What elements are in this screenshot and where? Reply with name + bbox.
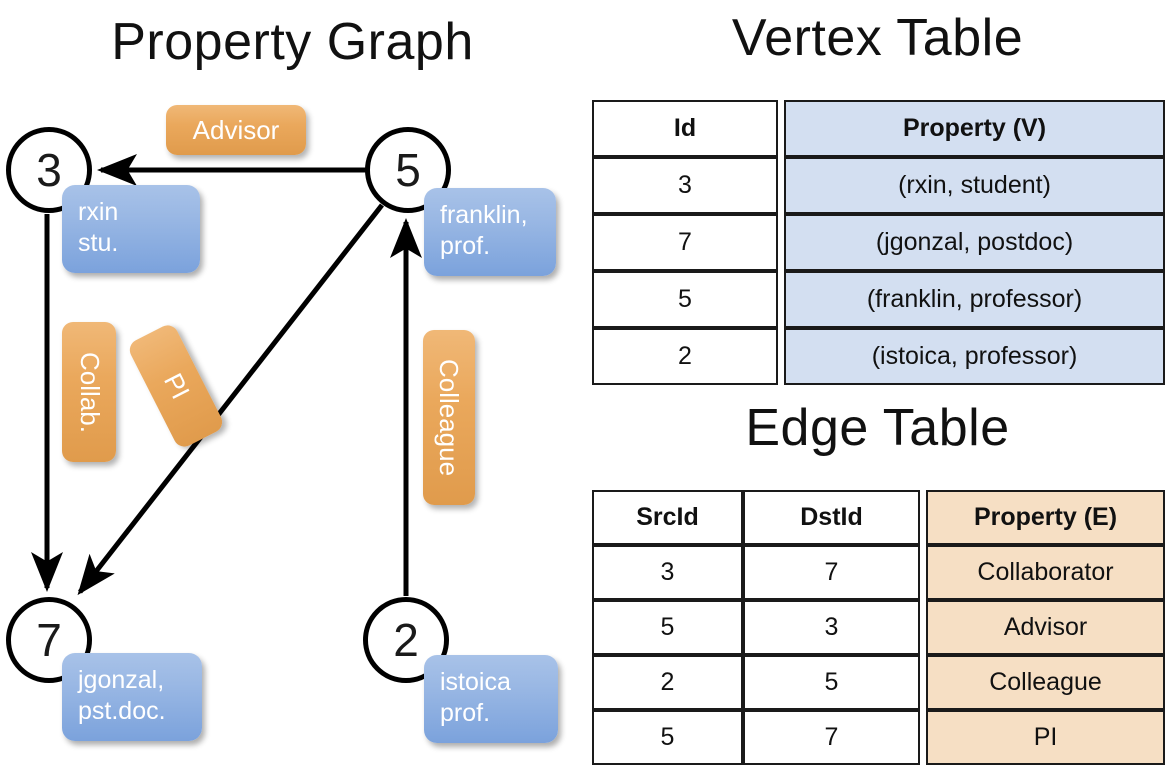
edge-row-1-property: Advisor [926,600,1165,655]
edge-row-1-src: 5 [592,600,743,655]
edge-row-1-dst: 3 [743,600,920,655]
edge-table-header-srcid: SrcId [592,490,743,545]
node-property-franklin-line2: prof. [440,231,491,260]
edge-row-2-dst: 5 [743,655,920,710]
graph-node-5[interactable]: 5 [365,127,451,213]
edge-label-colleague-text: Colleague [434,358,465,477]
edge-table: SrcId DstId Property (E) 3 7 Collaborato… [592,490,1165,765]
node-property-rxin-line2: stu. [78,228,119,257]
edge-label-colleague: Colleague [423,330,475,505]
edge-table-header-row: SrcId DstId Property (E) [592,490,1165,545]
table-row: 2 (istoica, professor) [592,328,1165,385]
edge-label-collab-text: Collab. [74,351,105,433]
edge-row-2-src: 2 [592,655,743,710]
edge-row-0-dst: 7 [743,545,920,600]
node-property-callout-franklin: franklin, prof. [424,188,556,276]
edge-row-0-property: Collaborator [926,545,1165,600]
table-row: 3 7 Collaborator [592,545,1165,600]
graph-node-5-label: 5 [395,144,421,196]
edge-label-advisor-text: Advisor [192,114,280,145]
graph-node-7-label: 7 [36,614,62,666]
vertex-row-0-property: (rxin, student) [784,157,1165,214]
table-row: 5 3 Advisor [592,600,1165,655]
edge-label-advisor: Advisor [166,105,306,155]
page-title-vertex-table: Vertex Table [731,9,1024,67]
edge-table-header-property: Property (E) [926,490,1165,545]
node-property-callout-jgonzal: jgonzal, pst.doc. [62,653,202,741]
node-property-franklin-line1: franklin, [440,201,528,229]
node-property-callout-rxin: rxin stu. [62,185,200,273]
vertex-row-2-property: (franklin, professor) [784,271,1165,328]
graph-node-2-label: 2 [393,614,419,666]
table-row: 7 (jgonzal, postdoc) [592,214,1165,271]
edge-5-to-7-pi [77,203,384,596]
node-property-callout-istoica: istoica prof. [424,655,558,743]
table-row: 5 7 PI [592,710,1165,765]
edge-table-header-dstid: DstId [743,490,920,545]
vertex-table-header-id: Id [592,100,778,157]
table-row: 5 (franklin, professor) [592,271,1165,328]
node-property-istoica-line1: istoica [440,668,511,696]
vertex-row-2-id: 5 [592,271,778,328]
edge-row-3-src: 5 [592,710,743,765]
edge-label-pi-text: PI [157,368,196,404]
page-title-property-graph: Property Graph [111,13,474,71]
node-property-jgonzal-line2: pst.doc. [78,696,166,725]
vertex-table-header-row: Id Property (V) [592,100,1165,157]
vertex-row-3-id: 2 [592,328,778,385]
vertex-row-1-property: (jgonzal, postdoc) [784,214,1165,271]
graph-node-2[interactable]: 2 [363,597,449,683]
page-title-edge-table: Edge Table [745,399,1010,457]
edge-label-collab: Collab. [62,322,116,462]
vertex-row-3-property: (istoica, professor) [784,328,1165,385]
node-property-jgonzal-line1: jgonzal, [78,666,165,694]
node-property-rxin-line1: rxin [78,198,119,226]
graph-edges-svg [31,154,422,596]
edge-row-3-dst: 7 [743,710,920,765]
edge-row-3-property: PI [926,710,1165,765]
node-property-istoica-line2: prof. [440,698,491,727]
vertex-row-0-id: 3 [592,157,778,214]
edge-row-0-src: 3 [592,545,743,600]
table-row: 2 5 Colleague [592,655,1165,710]
vertex-table: Id Property (V) 3 (rxin, student) 7 (jgo… [592,100,1165,385]
property-graph-diagram: 3 5 7 2 rxin stu. franklin, prof. jgonza… [0,0,585,760]
vertex-table-header-property: Property (V) [784,100,1165,157]
edge-row-2-property: Colleague [926,655,1165,710]
table-row: 3 (rxin, student) [592,157,1165,214]
graph-node-3-label: 3 [36,144,62,196]
vertex-row-1-id: 7 [592,214,778,271]
